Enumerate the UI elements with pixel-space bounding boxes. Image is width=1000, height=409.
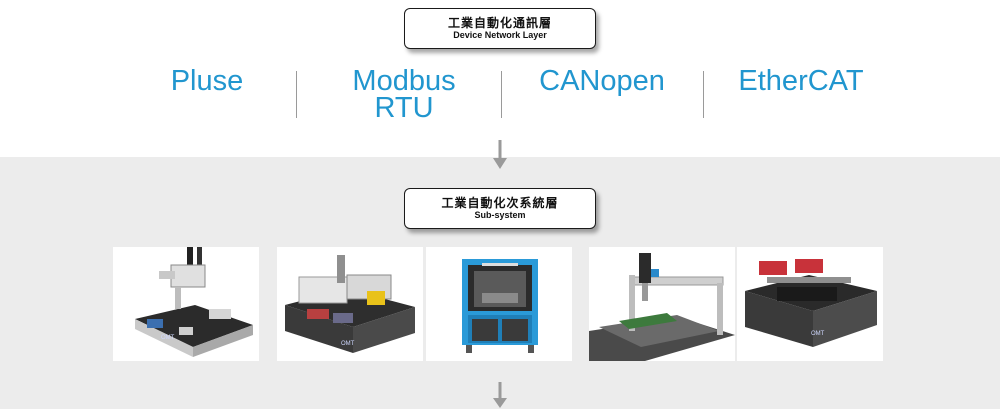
protocol-divider <box>296 71 297 118</box>
subsystem-image-2: OMT <box>277 247 423 361</box>
protocol-divider <box>703 71 704 118</box>
down-arrow-icon <box>493 382 507 408</box>
enclosed-cabinet-machine-icon <box>426 247 572 361</box>
layer-title-zh: 工業自動化次系統層 <box>441 196 559 210</box>
subsystem-layer-label: 工業自動化次系統層 Sub-system <box>404 188 596 229</box>
protocol-modbus-rtu: Modbus RTU <box>330 65 478 124</box>
motor-driver-platform-icon: OMT <box>737 247 883 361</box>
device-network-layer-label: 工業自動化通訊層 Device Network Layer <box>404 8 596 49</box>
gantry-xyz-stage-icon <box>589 247 735 361</box>
protocol-name: EtherCAT <box>738 65 864 97</box>
protocol-name: Modbus <box>352 65 456 97</box>
svg-text:OMT: OMT <box>811 331 825 337</box>
svg-text:OMT: OMT <box>341 341 355 347</box>
subsystem-image-5: OMT <box>737 247 883 361</box>
protocol-name: Pluse <box>170 65 244 97</box>
down-arrow-icon <box>493 140 507 169</box>
protocol-name-line2: RTU <box>374 92 434 124</box>
dispensing-machine-icon: OMT <box>277 247 423 361</box>
layer-title-zh: 工業自動化通訊層 <box>447 16 552 30</box>
subsystem-image-4 <box>589 247 735 361</box>
layer-title-en: Device Network Layer <box>453 30 547 40</box>
subsystem-image-3 <box>426 247 572 361</box>
svg-text:OMT: OMT <box>161 335 175 341</box>
robot-arm-table-icon: OMT <box>113 247 259 361</box>
protocol-name: CANopen <box>539 65 665 97</box>
protocol-divider <box>501 71 502 118</box>
protocol-ethercat: EtherCAT <box>715 65 887 97</box>
protocol-canopen: CANopen <box>515 65 689 97</box>
protocol-pluse: Pluse <box>150 65 264 97</box>
layer-title-en: Sub-system <box>474 210 526 220</box>
subsystem-image-1: OMT <box>113 247 259 361</box>
